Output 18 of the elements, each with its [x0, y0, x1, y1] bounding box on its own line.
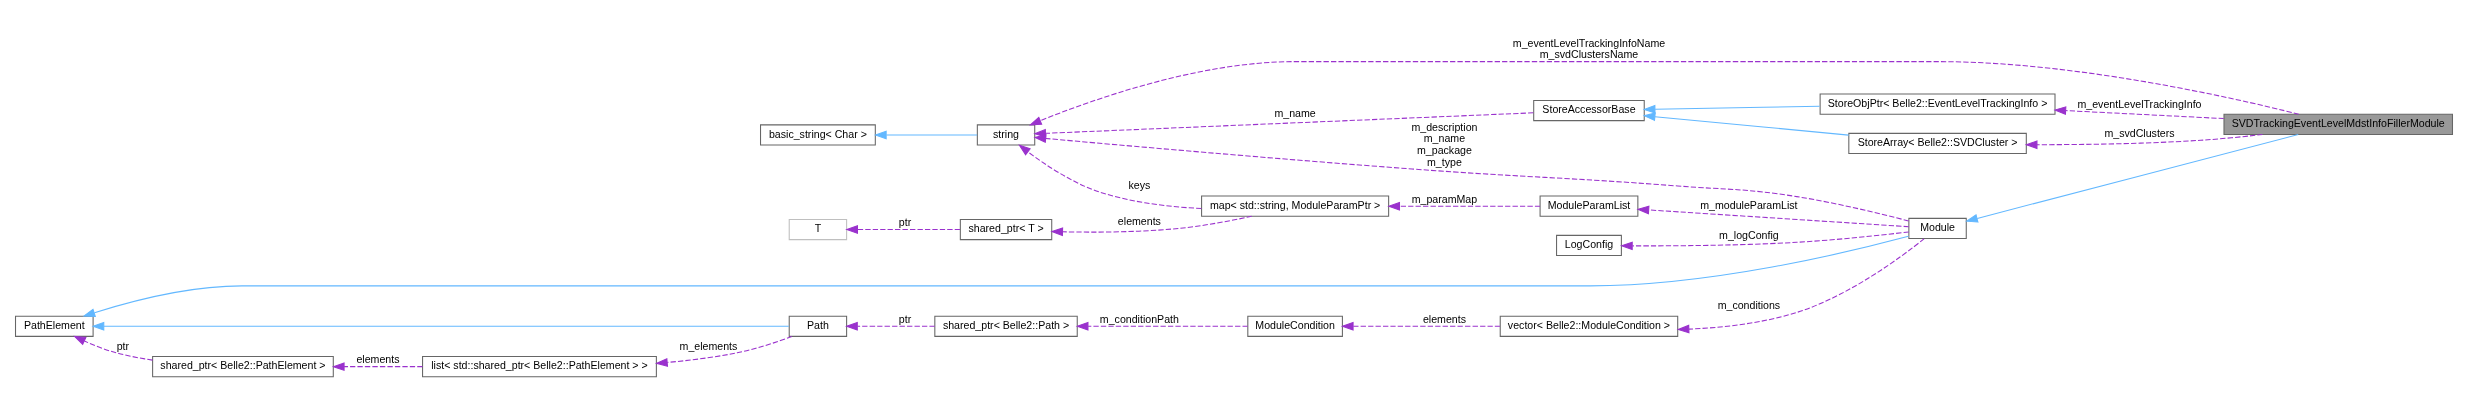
- edge-label: ptr: [116, 339, 130, 352]
- edge-label: m_name: [1274, 106, 1316, 119]
- edge-label: ptr: [898, 313, 912, 326]
- edge-label: m_description m_name m_package m_type: [1411, 120, 1478, 168]
- edge-label: elements: [356, 353, 400, 366]
- edge-label: m_conditionPath: [1099, 313, 1179, 326]
- edge-label: m_svdClusters: [2104, 127, 2175, 140]
- edge-label: m_eventLevelTrackingInfoName m_svdClustersName: [1512, 36, 1666, 61]
- edge-label: m_conditions: [1717, 299, 1781, 312]
- edge-label: m_elements: [679, 339, 738, 352]
- edge-label: m_paramMap: [1411, 192, 1478, 205]
- edge-label: elements: [1422, 313, 1466, 326]
- edge-label: keys: [1128, 179, 1151, 192]
- edge-label: elements: [1117, 215, 1161, 228]
- edge-label: m_moduleParamList: [1700, 199, 1798, 212]
- edge-label: m_logConfig: [1719, 229, 1779, 242]
- edge-label: m_eventLevelTrackingInfo: [2077, 98, 2202, 111]
- edge-label: ptr: [898, 216, 912, 229]
